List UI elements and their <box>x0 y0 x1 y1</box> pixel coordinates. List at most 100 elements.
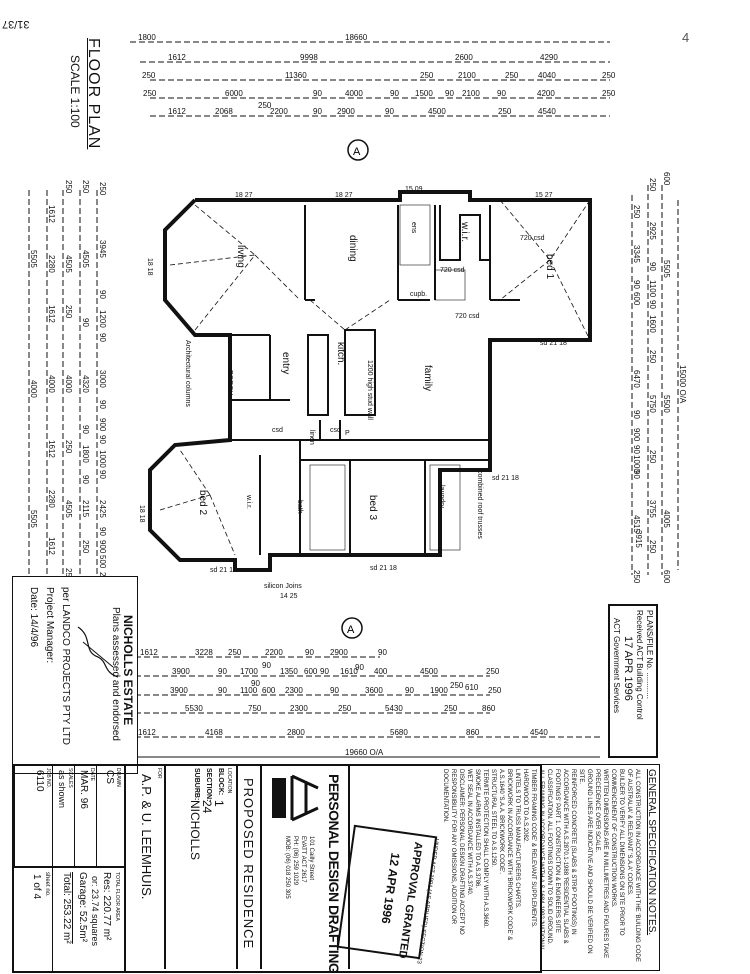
svg-text:2280: 2280 <box>47 490 56 508</box>
svg-text:4000: 4000 <box>64 375 73 393</box>
room-label-entry: entry <box>280 352 291 374</box>
svg-text:4000: 4000 <box>345 89 363 98</box>
area-label: TOTAL FLOOR AREA <box>114 872 120 921</box>
svg-text:3228: 3228 <box>195 648 213 657</box>
svg-text:900: 900 <box>632 428 641 442</box>
svg-text:90: 90 <box>262 661 271 670</box>
received-date: 17 APR 1996 <box>622 636 634 701</box>
svg-text:1612: 1612 <box>168 53 186 62</box>
total-area: Total: 253.22 m² <box>61 872 72 944</box>
note-item: REINFORCED CONCRETE (SLABS & STRIP FOOTI… <box>546 769 576 945</box>
client-section: FOR A.P. & U. LEEMHUIS. <box>124 766 164 969</box>
svg-text:250: 250 <box>450 681 464 690</box>
svg-text:2300: 2300 <box>285 686 303 695</box>
scale-cell: SCALES as shown <box>52 766 75 866</box>
suburb-value: NICHOLLS <box>188 800 202 861</box>
svg-text:4515: 4515 <box>632 515 641 533</box>
scale-label: SCALES <box>67 768 73 788</box>
svg-text:1100: 1100 <box>240 686 258 695</box>
svg-text:250: 250 <box>632 570 641 584</box>
general-notes-list: ALL CONSTRUCTION IN ACCORDANCE WITH THE … <box>442 769 641 965</box>
svg-text:1800: 1800 <box>81 445 90 463</box>
svg-text:250: 250 <box>142 71 156 80</box>
corner-mark: 4 <box>682 30 690 45</box>
svg-text:90: 90 <box>81 475 90 484</box>
window-label: 18 18 <box>138 505 145 523</box>
svg-text:1612: 1612 <box>47 440 56 458</box>
svg-text:2925: 2925 <box>648 222 657 240</box>
opening-label: 720 csd <box>520 235 545 242</box>
silicon-joins-size: 14 25 <box>280 593 298 600</box>
svg-text:2200: 2200 <box>265 648 283 657</box>
svg-text:250: 250 <box>505 71 519 80</box>
company-section: PERSONAL DESIGN DRAFTING 101 Cailly Stre… <box>260 766 350 973</box>
svg-text:90: 90 <box>632 445 641 454</box>
area-squares: or: 23.74 squares <box>90 876 100 947</box>
svg-text:1700: 1700 <box>240 667 258 676</box>
svg-text:4000: 4000 <box>47 375 56 393</box>
svg-text:90: 90 <box>632 280 641 289</box>
date-cell: DATE MAR. 96 <box>74 766 97 866</box>
block-value: 1 <box>212 800 226 807</box>
svg-text:5680: 5680 <box>390 728 408 737</box>
svg-text:1612: 1612 <box>138 728 156 737</box>
columns-label: Architectural columns <box>184 340 191 407</box>
job-cell: JOB NO. 6110 <box>14 766 53 866</box>
nicholls-estate-stamp: NICHOLLS ESTATE Plans assessed and endor… <box>12 576 138 774</box>
svg-text:4200: 4200 <box>537 89 555 98</box>
svg-text:90: 90 <box>648 300 657 309</box>
svg-text:3345: 3345 <box>632 245 641 263</box>
svg-text:3600: 3600 <box>365 686 383 695</box>
svg-text:2600: 2600 <box>455 53 473 62</box>
room-label-ens: ens <box>410 222 417 234</box>
svg-text:90: 90 <box>632 470 641 479</box>
svg-text:4320: 4320 <box>81 375 90 393</box>
svg-text:90: 90 <box>405 686 414 695</box>
landco-label: per LANDCO PROJECTS PTY LTD <box>60 587 71 745</box>
svg-text:5505: 5505 <box>29 510 38 528</box>
svg-text:90: 90 <box>98 435 107 444</box>
svg-text:250: 250 <box>498 107 512 116</box>
svg-text:19660 O/A: 19660 O/A <box>345 748 384 757</box>
svg-text:1200: 1200 <box>98 310 107 328</box>
svg-text:90: 90 <box>98 527 107 536</box>
stamp-date: Date: 14/4/96 <box>28 587 39 648</box>
room-label-family: family <box>422 365 433 391</box>
csd-label: csd <box>272 427 283 434</box>
block-label: BLOCK: <box>217 768 224 796</box>
svg-text:2200: 2200 <box>270 107 288 116</box>
signature <box>77 626 119 678</box>
sheet-cell: sheet no. 1 of 4 <box>14 868 53 971</box>
svg-text:2300: 2300 <box>290 704 308 713</box>
svg-text:4168: 4168 <box>205 728 223 737</box>
drawn-cell: DRAWN CS <box>96 766 123 866</box>
svg-text:1612: 1612 <box>47 305 56 323</box>
sheet-label: sheet no. <box>44 872 50 897</box>
svg-text:250: 250 <box>648 450 657 464</box>
general-notes-heading: GENERAL SPECIFICATION NOTES. <box>646 769 657 936</box>
room-label-bed-2: bed 2 <box>197 490 208 515</box>
room-label-bath: bath <box>296 500 303 514</box>
svg-text:250: 250 <box>648 350 657 364</box>
svg-text:250: 250 <box>338 704 352 713</box>
svg-text:1612: 1612 <box>140 648 158 657</box>
opening-label: sd 21 18 <box>492 475 519 482</box>
svg-text:1600: 1600 <box>648 315 657 333</box>
svg-text:860: 860 <box>466 728 480 737</box>
svg-text:90: 90 <box>355 663 364 672</box>
svg-text:3900: 3900 <box>172 667 190 676</box>
svg-text:2068: 2068 <box>215 107 233 116</box>
window-label: 18 27 <box>235 192 253 199</box>
svg-text:90: 90 <box>218 686 227 695</box>
svg-text:90: 90 <box>330 686 339 695</box>
svg-text:1100: 1100 <box>648 280 657 298</box>
svg-text:90: 90 <box>81 318 90 327</box>
opening-label: sd 21 18 <box>370 565 397 572</box>
svg-text:3000: 3000 <box>98 370 107 388</box>
svg-text:9998: 9998 <box>300 53 318 62</box>
svg-text:90: 90 <box>320 667 329 676</box>
svg-text:4505: 4505 <box>81 250 90 268</box>
svg-text:90: 90 <box>98 470 107 479</box>
svg-text:1500: 1500 <box>415 89 433 98</box>
svg-text:2900: 2900 <box>337 107 355 116</box>
